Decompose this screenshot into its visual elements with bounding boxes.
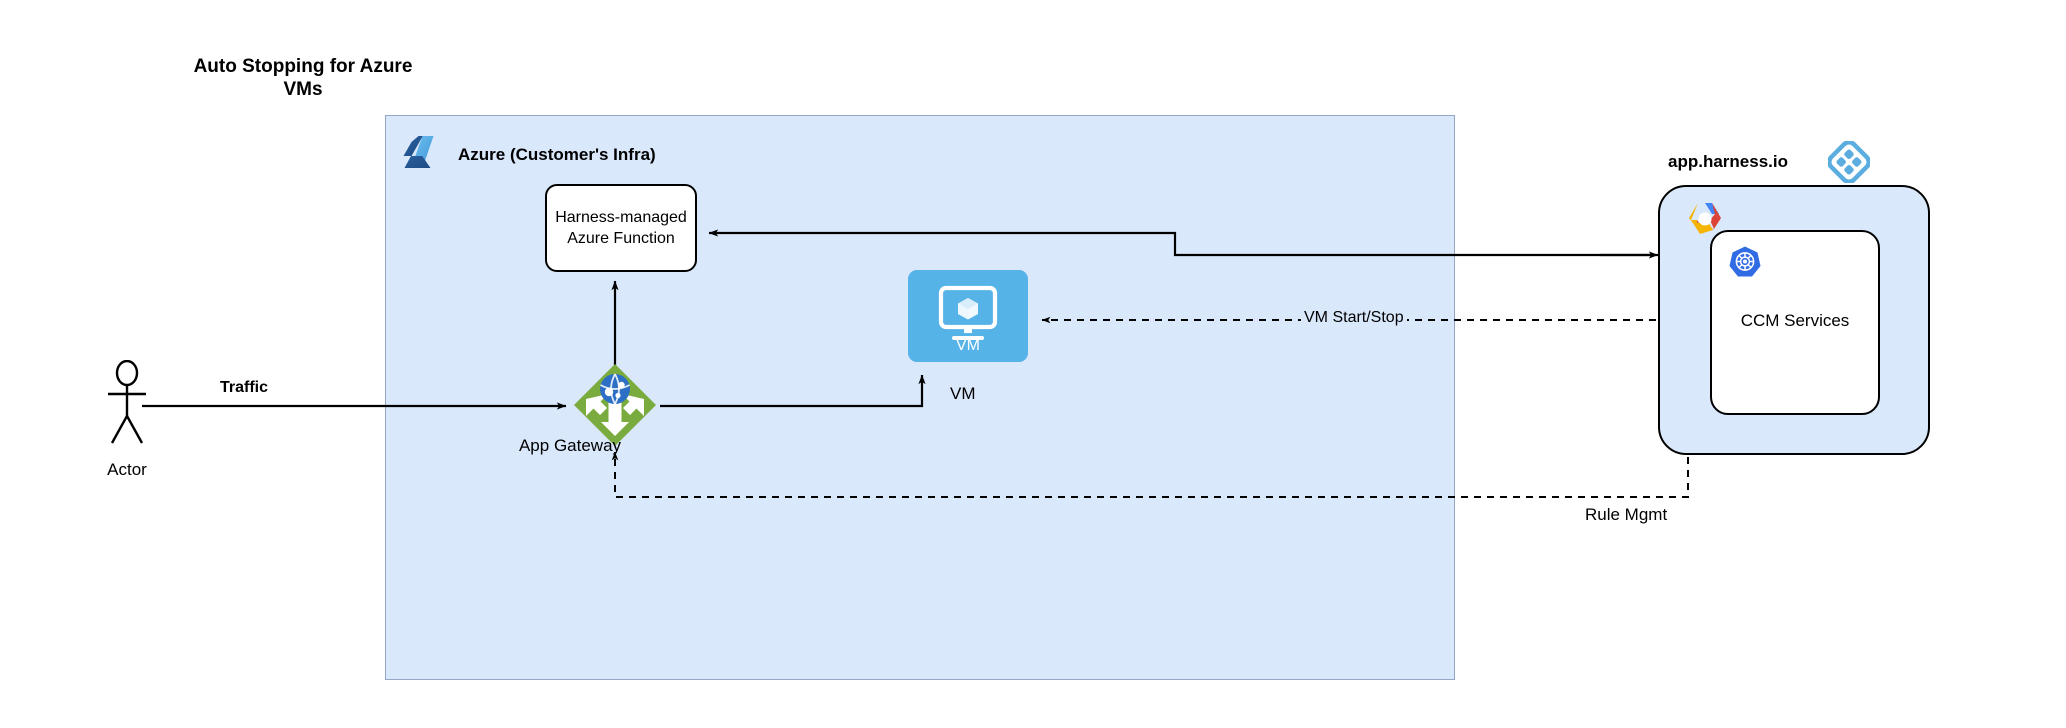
- actor-label: Actor: [107, 460, 147, 479]
- kubernetes-logo-icon: [1729, 246, 1761, 277]
- vm-node-label: VM: [950, 384, 976, 403]
- vm-node[interactable]: VM: [908, 270, 1028, 362]
- function-box-label: Harness-managed Azure Function: [555, 209, 687, 247]
- vm-start-stop-edge-label: VM Start/Stop: [1301, 309, 1407, 327]
- azure-container-label: Azure (Customer's Infra): [458, 145, 656, 164]
- app-gateway-label: App Gateway: [518, 436, 622, 455]
- application-gateway-icon[interactable]: [573, 363, 657, 447]
- azure-logo-icon: [403, 136, 434, 168]
- page-title: Auto Stopping for Azure VMs: [193, 56, 413, 100]
- traffic-edge-label: Traffic: [220, 379, 269, 396]
- harness-cloud-label: app.harness.io: [1668, 152, 1788, 171]
- google-cloud-hexagon-icon: [1689, 203, 1721, 234]
- ccm-services-label: CCM Services: [1740, 311, 1850, 330]
- vm-monitor-cube-icon: [938, 285, 998, 340]
- actor-stick-figure-icon[interactable]: [100, 360, 154, 446]
- harness-managed-azure-function-node[interactable]: Harness-managed Azure Function: [545, 184, 697, 272]
- rule-mgmt-edge-label: Rule Mgmt: [1585, 505, 1668, 524]
- harness-logo-icon: [1828, 141, 1870, 183]
- vm-inner-label: VM: [956, 337, 980, 354]
